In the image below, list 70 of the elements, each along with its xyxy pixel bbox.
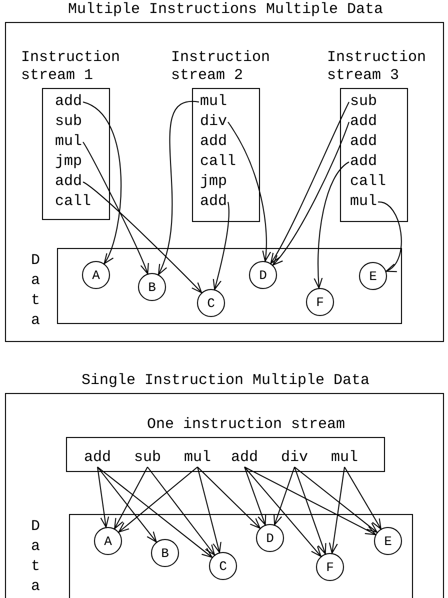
stream-heading: Instruction stream 1 (21, 49, 122, 85)
instruction-label: jmp (55, 153, 82, 171)
instruction-label: mul (184, 449, 212, 467)
instruction-label: add (350, 133, 378, 151)
arrow (97, 466, 212, 558)
instruction-label: sub (55, 113, 82, 131)
arrow (97, 466, 157, 542)
arrow (147, 466, 215, 556)
data-circle: E (359, 262, 387, 290)
data-circle: E (374, 527, 402, 555)
arrow (97, 466, 110, 528)
data-circle: B (151, 539, 179, 567)
data-label: D a t a (31, 251, 40, 331)
data-label: D a t a (31, 517, 40, 597)
data-circle: D (249, 261, 277, 289)
data-circle: A (94, 527, 122, 555)
instruction-label: add (84, 449, 112, 467)
arrow (82, 142, 148, 274)
instruction-label: add (200, 133, 228, 151)
instruction-label: mul (331, 449, 358, 467)
arrow (328, 466, 345, 554)
instruction-label: call (350, 173, 386, 191)
arrow (244, 466, 322, 557)
instruction-label: add (231, 449, 258, 467)
arrow (294, 466, 326, 554)
arrow (378, 202, 402, 272)
instruction-label: sub (134, 449, 162, 467)
instruction-label: mul (200, 93, 228, 111)
instruction-label: add (200, 193, 228, 211)
instruction-label: add (350, 153, 378, 171)
instruction-label: call (200, 153, 236, 171)
panel-title: Multiple Instructions Multiple Data (66, 1, 384, 19)
arrow (158, 101, 200, 276)
arrow (244, 466, 266, 526)
arrow (228, 122, 271, 262)
panel-title: Single Instruction Multiple Data (80, 372, 371, 390)
instruction-label: div (281, 449, 308, 467)
arrow (118, 466, 198, 533)
instruction-label: mul (350, 193, 378, 211)
arrow (270, 102, 350, 264)
data-circle: C (197, 289, 225, 317)
arrow (197, 466, 260, 529)
instruction-label: div (200, 113, 228, 131)
stream-heading: Instruction stream 2 (171, 49, 272, 85)
data-circle: B (138, 273, 166, 301)
arrow (294, 466, 378, 533)
arrow (314, 162, 350, 289)
arrow (82, 102, 122, 264)
arrow (244, 466, 376, 536)
arrow (114, 466, 148, 530)
stream-heading: Instruction stream 3 (327, 49, 428, 85)
arrow (82, 182, 202, 294)
stream-heading: One instruction stream (147, 416, 346, 434)
arrow (272, 122, 350, 266)
arrow (274, 466, 295, 526)
instruction-label: add (350, 113, 378, 131)
data-circle: F (316, 553, 344, 581)
instruction-label: jmp (200, 173, 228, 191)
arrow (197, 466, 222, 553)
instruction-label: add (55, 173, 82, 191)
instruction-label: call (55, 193, 92, 211)
instruction-label: mul (55, 133, 82, 151)
instruction-label: add (55, 93, 82, 111)
instruction-label: sub (350, 93, 378, 111)
arrow (344, 466, 382, 530)
arrow (212, 202, 230, 290)
data-circle: C (209, 552, 237, 580)
data-circle: D (256, 524, 284, 552)
data-circle: A (82, 261, 110, 289)
data-circle: F (306, 288, 334, 316)
